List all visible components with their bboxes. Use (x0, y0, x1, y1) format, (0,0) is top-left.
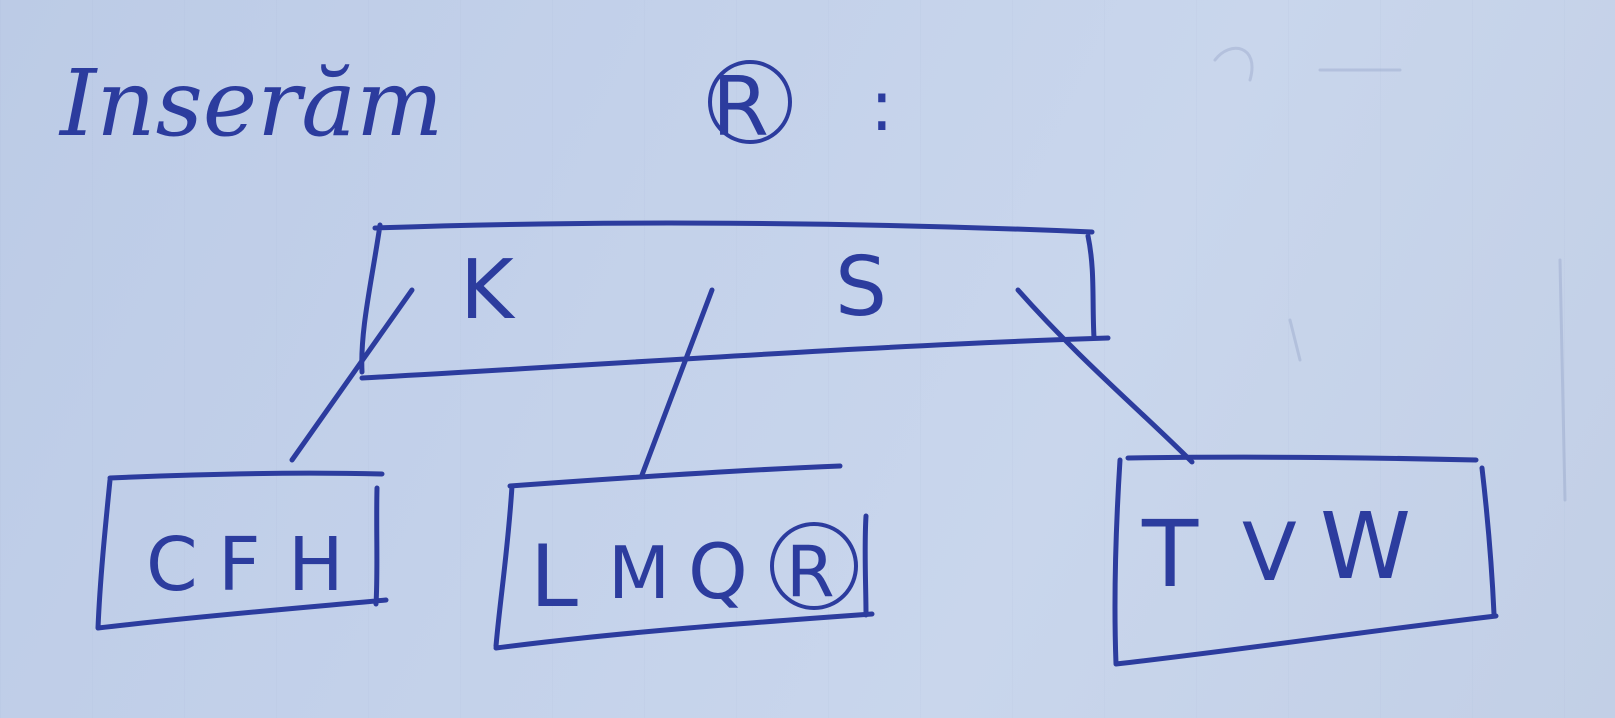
title: Inserăm R : (58, 50, 894, 157)
child-3-key-3: W (1320, 493, 1411, 600)
edge-root-child-2 (639, 287, 715, 478)
root-node: K S (359, 220, 1111, 381)
tree-edges (289, 287, 1195, 478)
child-2-circled-key: R (770, 522, 858, 613)
title-text: Inserăm (58, 50, 443, 157)
child-1-key-2: F (218, 522, 261, 608)
bleed-through-marks (1213, 46, 1567, 502)
root-node-border (359, 220, 1111, 381)
edge-root-child-1 (289, 287, 415, 463)
child-2-key-3: Q (688, 527, 748, 616)
child-3-key-2: V (1242, 506, 1297, 599)
child-node-2-border (493, 463, 875, 651)
edge-root-child-3 (1015, 287, 1195, 465)
child-2-key-2: M (608, 531, 670, 615)
child-1-key-3: H (288, 522, 344, 608)
root-key-2: S (835, 240, 887, 335)
child-node-2: L M Q R (493, 463, 875, 651)
child-node-1: C F H (95, 470, 389, 631)
child-3-key-1: T (1141, 501, 1199, 608)
subject-circle-mark (708, 60, 792, 144)
child-2-key-4: R (786, 531, 835, 613)
new-key-circle-mark (770, 522, 858, 610)
child-1-key-1: C (146, 522, 198, 608)
child-2-key-1: L (530, 527, 578, 627)
title-subject-circled: R (708, 60, 792, 155)
child-node-3: T V W (1112, 454, 1499, 667)
root-key-1: K (460, 243, 516, 338)
child-node-3-border (1112, 454, 1499, 667)
child-node-1-border (95, 470, 389, 631)
title-colon: : (870, 65, 894, 147)
